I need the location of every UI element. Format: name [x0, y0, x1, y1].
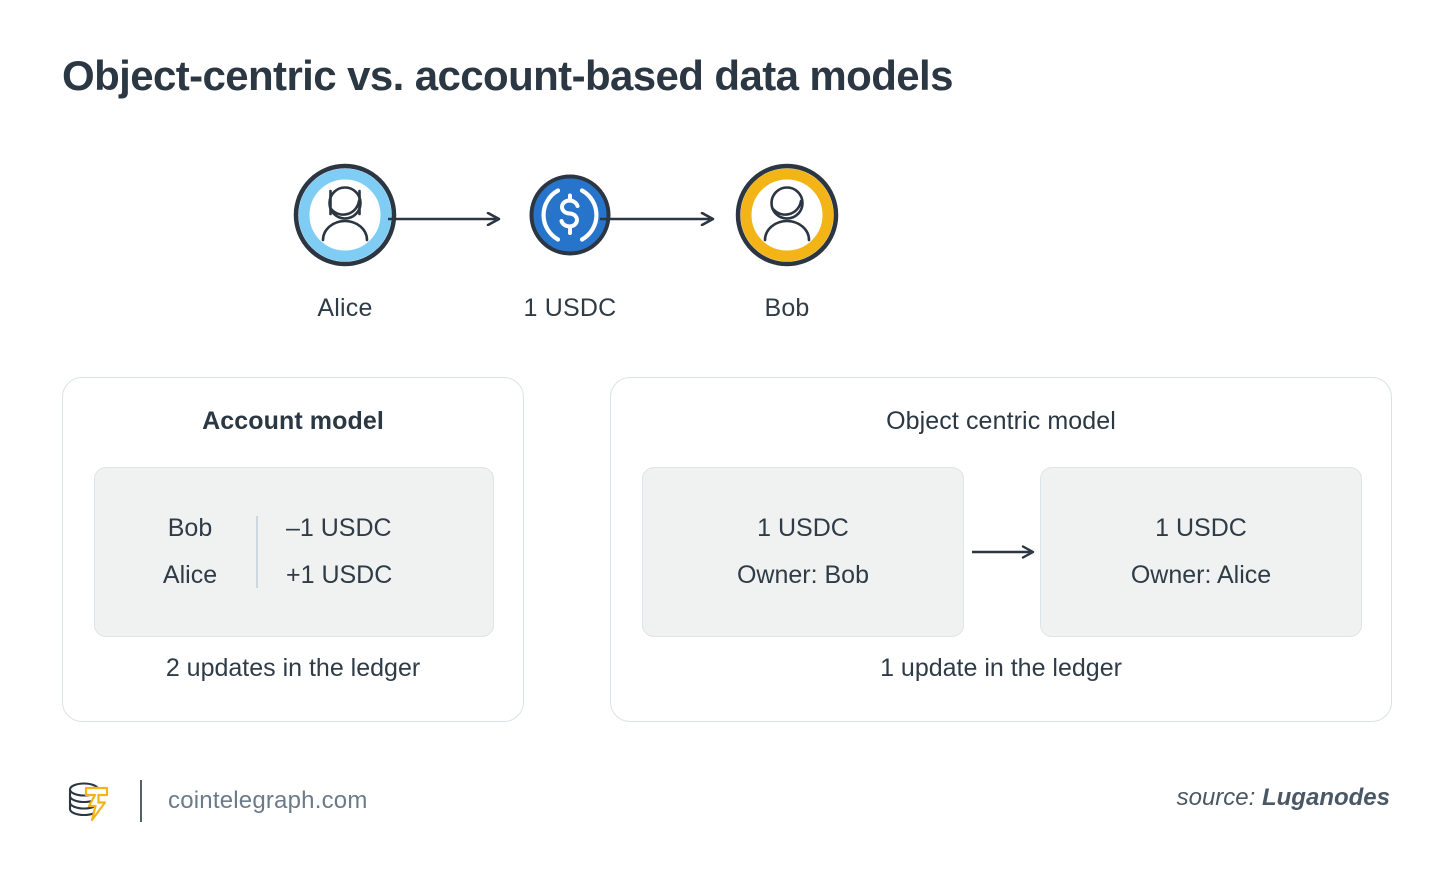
- ledger-row-name: Alice: [162, 561, 218, 589]
- object-amount: 1 USDC: [1155, 514, 1247, 542]
- flow-arrow-token-to-bob: [600, 211, 718, 227]
- object-boxes-row: 1 USDC Owner: Bob 1 USDC Owner: Alice: [642, 467, 1362, 637]
- account-model-caption: 2 updates in the ledger: [165, 654, 421, 682]
- flow-arrow-alice-to-token: [388, 211, 504, 227]
- account-ledger-box: Bob Alice –1 USDC +1 USDC: [94, 467, 494, 637]
- ledger-row-name: Bob: [167, 514, 213, 542]
- object-owner: Owner: Bob: [736, 561, 869, 589]
- object-owner: Owner: Alice: [1130, 561, 1272, 589]
- usdc-coin-icon: [529, 174, 611, 256]
- object-box-bob: 1 USDC Owner: Bob: [642, 467, 964, 637]
- object-transfer-arrow: [972, 545, 1038, 559]
- flow-label-alice: Alice: [317, 294, 373, 322]
- footer: cointelegraph.com source: Luganodes: [62, 772, 1390, 832]
- ledger-row-value: +1 USDC: [286, 561, 393, 589]
- arrow-right-icon: [972, 545, 1035, 559]
- account-model-title: Account model: [202, 407, 384, 435]
- object-model-title: Object centric model: [886, 407, 1116, 435]
- ledger-divider: [256, 516, 258, 588]
- arrow-right-icon: [388, 211, 501, 227]
- flow-node-bob: Bob: [712, 160, 862, 323]
- page-title: Object-centric vs. account-based data mo…: [62, 52, 953, 99]
- arrow-right-icon: [600, 211, 715, 227]
- brand-block: cointelegraph.com: [62, 772, 368, 830]
- object-model-panel: Object centric model 1 USDC Owner: Bob 1…: [610, 377, 1392, 722]
- flow-node-usdc: 1 USDC: [495, 160, 645, 323]
- object-box-alice: 1 USDC Owner: Alice: [1040, 467, 1362, 637]
- ledger-row-value: –1 USDC: [286, 514, 392, 542]
- object-amount: 1 USDC: [757, 514, 849, 542]
- object-model-caption: 1 update in the ledger: [880, 654, 1122, 682]
- person-avatar-icon: [735, 163, 839, 267]
- transfer-flow-diagram: Alice 1 USDC: [270, 160, 890, 340]
- flow-label-usdc: 1 USDC: [523, 294, 617, 322]
- usdc-coin: [495, 160, 645, 270]
- alice-avatar: [270, 160, 420, 270]
- account-ledger-grid: Bob Alice –1 USDC +1 USDC: [124, 516, 464, 588]
- flow-node-alice: Alice: [270, 160, 420, 323]
- ledger-names-column: Bob Alice: [124, 516, 256, 588]
- account-model-panel: Account model Bob Alice –1 USDC +1 USDC …: [62, 377, 524, 722]
- source-prefix: source:: [1176, 784, 1262, 811]
- model-comparison-panels: Account model Bob Alice –1 USDC +1 USDC …: [62, 377, 1392, 722]
- footer-divider: [140, 780, 142, 822]
- source-name: Luganodes: [1261, 784, 1390, 811]
- person-avatar-icon: [293, 163, 397, 267]
- ledger-values-column: –1 USDC +1 USDC: [258, 516, 464, 588]
- bob-avatar: [712, 160, 862, 270]
- flow-label-bob: Bob: [764, 294, 810, 322]
- cointelegraph-logo-icon: [68, 782, 109, 822]
- footer-site-label[interactable]: cointelegraph.com: [168, 787, 368, 814]
- source-attribution: source: Luganodes: [1177, 784, 1390, 812]
